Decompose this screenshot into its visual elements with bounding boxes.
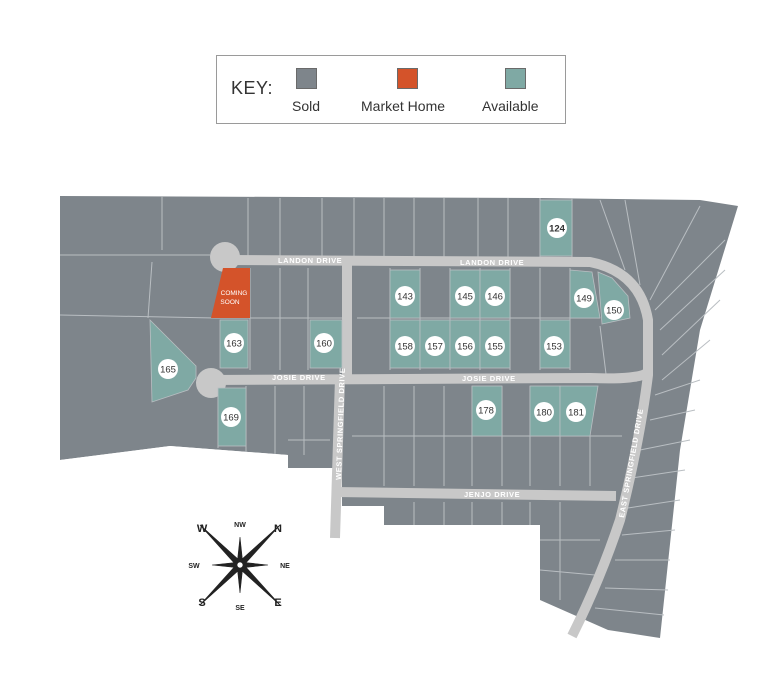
compass-sw: SW (188, 563, 200, 570)
lot-number-181: 181 (568, 408, 584, 419)
lot-marker-124 (547, 218, 567, 238)
landon-drive-west: LANDON DRIVE (278, 256, 342, 265)
compass-w: W (197, 523, 208, 535)
key-title: KEY: (231, 78, 274, 98)
lot-marker-155 (485, 336, 505, 356)
compass-n: N (274, 523, 282, 535)
available-label: Available (482, 98, 539, 114)
lot-marker-145 (455, 286, 475, 306)
cul-de-sac-landon (210, 242, 240, 272)
lot-marker-157 (425, 336, 445, 356)
lot-marker-180 (534, 402, 554, 422)
lot-number-156: 156 (457, 342, 473, 353)
josie-drive-west: JOSIE DRIVE (272, 373, 326, 382)
jenjo-drive: JENJO DRIVE (464, 490, 520, 499)
market-home-lot (211, 268, 250, 318)
lot-number-178: 178 (478, 406, 494, 417)
lot-marker-163 (224, 333, 244, 353)
map-key: KEY: Sold Market Home Available (216, 55, 566, 124)
compass-rose: N NE E SE S SW W NW (188, 522, 290, 612)
lot-markers: 124 143 145 146 149 150 163 160 158 157 156 155 153 1… (158, 218, 624, 427)
lot-number-149: 149 (576, 294, 592, 305)
available-swatch (505, 68, 526, 89)
lot-marker-160 (314, 333, 334, 353)
lot-marker-143 (395, 286, 415, 306)
lot-number-158: 158 (397, 342, 413, 353)
lot-number-143: 143 (397, 292, 413, 303)
lot-number-150: 150 (606, 306, 622, 317)
lot-marker-169 (221, 407, 241, 427)
lot-marker-149 (574, 288, 594, 308)
roads (209, 255, 653, 639)
lot-marker-158 (395, 336, 415, 356)
soon-label: SOON (220, 299, 239, 306)
market-home-swatch (397, 68, 418, 89)
market-home-label: Market Home (361, 98, 446, 114)
lot-marker-181 (566, 402, 586, 422)
compass-se: SE (235, 605, 245, 612)
lot-number-157: 157 (427, 342, 443, 353)
lot-number-169: 169 (223, 413, 239, 424)
lot-number-145: 145 (457, 292, 473, 303)
lot-number-155: 155 (487, 342, 503, 353)
lot-number-163: 163 (226, 339, 242, 350)
lot-number-160: 160 (316, 339, 332, 350)
lot-number-180: 180 (536, 408, 552, 419)
josie-drive-east: JOSIE DRIVE (462, 374, 516, 383)
lot-number-153: 153 (546, 342, 562, 353)
sold-label: Sold (292, 98, 321, 114)
lot-marker-153 (544, 336, 564, 356)
sold-swatch (296, 68, 317, 89)
lot-number-146: 146 (487, 292, 503, 303)
lot-marker-178 (476, 400, 496, 420)
compass-s: S (198, 597, 205, 609)
west-springfield-drive: WEST SPRINGFIELD DRIVE (334, 367, 347, 480)
compass-nw: NW (234, 522, 246, 529)
coming-label: COMING (221, 290, 248, 297)
compass-e: E (274, 597, 281, 609)
lot-marker-156 (455, 336, 475, 356)
open-space (60, 446, 342, 540)
lot-number-165: 165 (160, 365, 176, 376)
lot-marker-150 (604, 300, 624, 320)
compass-ne: NE (280, 563, 290, 570)
landon-drive-east: LANDON DRIVE (460, 258, 524, 267)
lot-number-124: 124 (549, 224, 566, 235)
lot-marker-146 (485, 286, 505, 306)
lot-marker-165 (158, 359, 178, 379)
